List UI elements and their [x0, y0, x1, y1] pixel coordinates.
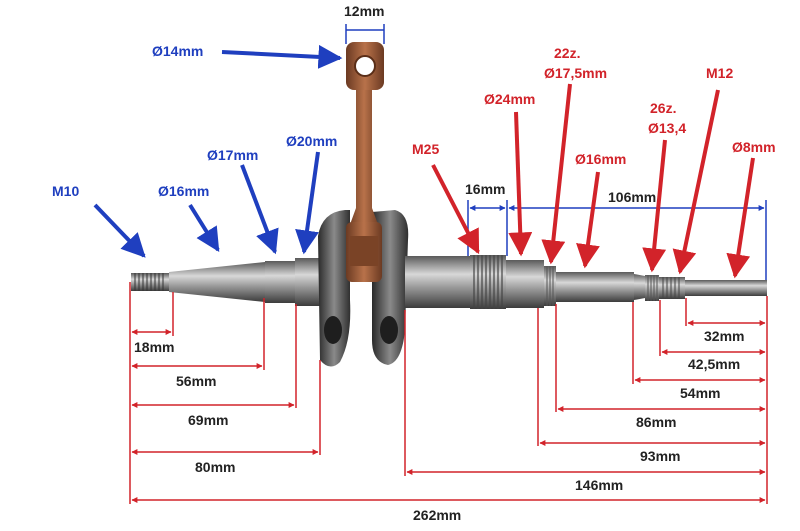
left-web-hole [324, 316, 342, 344]
label-gear22-line1: 22z. [554, 45, 580, 61]
label-d20: Ø20mm [286, 133, 337, 149]
left-journal-17 [265, 261, 295, 303]
left-journal-20 [295, 258, 320, 306]
m25-thread [470, 255, 506, 309]
label-gear26-line2: Ø13,4 [648, 120, 686, 136]
dim-label-80: 80mm [195, 459, 235, 475]
label-rod-width: 12mm [344, 3, 384, 19]
right-web-hole [380, 316, 398, 344]
crankshaft-illustration [131, 42, 767, 367]
red-dim-lines [131, 320, 766, 503]
arrow-gear26 [642, 139, 667, 273]
label-small-end: Ø14mm [152, 43, 203, 59]
journal-16 [556, 272, 634, 302]
arrow-small-end [221, 44, 343, 69]
label-m10: M10 [52, 183, 79, 199]
dim-label-54: 54mm [680, 385, 720, 401]
dim-label-42-5: 42,5mm [688, 356, 740, 372]
dim-label-69: 69mm [188, 412, 228, 428]
dim-label-32: 32mm [704, 328, 744, 344]
dim-label-18: 18mm [134, 339, 174, 355]
m25-thread-ridges [473, 255, 503, 309]
arrow-m12 [672, 89, 720, 275]
dim-label-16mm-top: 16mm [465, 181, 505, 197]
left-thread-ridges [134, 273, 164, 291]
dim-label-106mm-top: 106mm [608, 189, 656, 205]
label-d16-left: Ø16mm [158, 183, 209, 199]
m12-thread-ridges [662, 277, 680, 299]
label-d17: Ø17mm [207, 147, 258, 163]
gear-22-ridges [546, 266, 554, 306]
dim-label-262: 262mm [413, 507, 461, 523]
label-d16-right: Ø16mm [575, 151, 626, 167]
dim-label-86: 86mm [636, 414, 676, 430]
red-callouts [431, 83, 755, 279]
labels: 12mm Ø14mm M10 Ø16mm Ø17mm Ø20mm M25 Ø24… [52, 3, 776, 523]
label-d8: Ø8mm [732, 139, 776, 155]
arrow-gear22 [541, 83, 572, 265]
dim-label-93: 93mm [640, 448, 680, 464]
shaft-step [634, 274, 645, 300]
arrow-d17 [240, 164, 279, 255]
tip-8 [685, 280, 767, 296]
red-extension-lines [129, 282, 768, 504]
arrow-m25 [431, 164, 480, 255]
journal-24 [506, 260, 544, 308]
label-gear22-line2: Ø17,5mm [544, 65, 607, 81]
crank-pin [350, 236, 378, 266]
arrow-d24 [508, 111, 533, 257]
arrow-d16-right [576, 171, 600, 269]
gear-26-ridges [647, 275, 658, 301]
dim-label-146: 146mm [575, 477, 623, 493]
right-shoulder [405, 256, 470, 308]
arrow-m10 [93, 203, 146, 258]
label-m25: M25 [412, 141, 439, 157]
blue-top-dims [467, 200, 767, 280]
left-taper [169, 262, 265, 302]
label-d24: Ø24mm [484, 91, 535, 107]
label-m12: M12 [706, 65, 733, 81]
arrow-d16-left [188, 203, 220, 253]
arrow-d20 [295, 151, 320, 255]
arrow-d8 [726, 157, 755, 279]
label-gear26-line1: 26z. [650, 100, 676, 116]
dim-label-56: 56mm [176, 373, 216, 389]
rod-small-end-bore [354, 55, 376, 77]
blue-callouts [93, 44, 343, 258]
